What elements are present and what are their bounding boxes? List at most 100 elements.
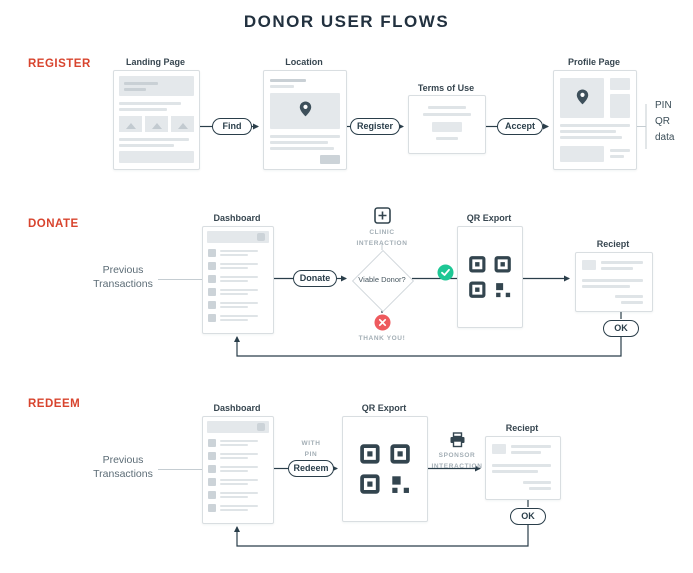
wire-line [124, 88, 146, 91]
avatar-icon [257, 423, 265, 431]
wire-line [621, 301, 643, 304]
wire-line [220, 280, 248, 282]
wire-line [560, 130, 616, 133]
wire-line [582, 285, 630, 288]
wire-line [220, 254, 248, 256]
wire-line [220, 267, 248, 269]
wire-list-icon [208, 288, 216, 296]
register-row-label: REGISTER [28, 58, 91, 70]
sponsor-interaction-caption: SPONSOR INTERACTION [431, 452, 483, 471]
qr-export-card-redeem [342, 416, 428, 522]
wire-list-icon [208, 439, 216, 447]
wire-block [610, 78, 630, 90]
wire-block [432, 122, 462, 132]
wire-header [207, 231, 269, 243]
wire-block [582, 260, 596, 270]
wire-line [119, 138, 189, 141]
register-outputs: PIN QR data [655, 100, 675, 143]
wire-line [220, 293, 248, 295]
wire-line [220, 479, 258, 481]
accept-button: Accept [497, 118, 543, 135]
wire-line [220, 250, 258, 252]
wire-line [220, 315, 258, 317]
previous-transactions-redeem: Previous Transactions [93, 454, 153, 480]
check-icon [437, 264, 454, 281]
dashboard-label-donate: Dashboard [213, 213, 261, 223]
dashboard-card-donate [202, 226, 274, 334]
qr-export-card-donate [457, 226, 523, 328]
printer-icon [450, 432, 465, 448]
wire-block [610, 94, 630, 118]
wire-line [560, 136, 622, 139]
wire-line [270, 147, 334, 150]
wire-line [220, 319, 248, 321]
wire-block [492, 444, 506, 454]
wire-list-icon [208, 452, 216, 460]
wire-button [320, 155, 340, 164]
wire-list-icon [208, 262, 216, 270]
wire-line [220, 509, 248, 511]
wire-line [220, 306, 248, 308]
wire-line [615, 295, 643, 298]
with-pin-caption: WITH PIN [301, 440, 321, 459]
wire-image [171, 116, 194, 132]
terms-of-use-label: Terms of Use [417, 83, 475, 93]
redeem-button: Redeem [288, 460, 334, 477]
wire-line [220, 289, 258, 291]
thank-you-caption: THANK YOU! [358, 335, 406, 342]
wire-line [511, 451, 541, 454]
wire-block [119, 151, 194, 163]
wire-line [511, 445, 551, 448]
wire-list-icon [208, 504, 216, 512]
location-card [263, 70, 347, 170]
qr-export-label-redeem: QR Export [361, 403, 407, 413]
wire-line [492, 470, 538, 473]
wire-line [436, 137, 458, 140]
wire-block [119, 76, 194, 96]
receipt-card-redeem [485, 436, 561, 500]
wire-list-icon [208, 478, 216, 486]
wire-line [220, 496, 248, 498]
terms-of-use-card [408, 95, 486, 154]
wire-line [119, 108, 167, 111]
dashboard-card-redeem [202, 416, 274, 524]
avatar-icon [257, 233, 265, 241]
wire-line [270, 85, 294, 88]
wire-line [220, 444, 248, 446]
wire-line [119, 144, 174, 147]
wire-line [220, 302, 258, 304]
wire-line [270, 135, 340, 138]
wire-line [220, 453, 258, 455]
receipt-label-donate: Reciept [596, 239, 630, 249]
wire-line [220, 492, 258, 494]
page-title: DONOR USER FLOWS [243, 12, 450, 31]
wire-image [145, 116, 168, 132]
qr-code-icon [360, 444, 410, 494]
wire-line [220, 483, 248, 485]
wire-line [523, 481, 551, 484]
clinic-interaction-icon [374, 207, 391, 224]
ok-button-donate: OK [603, 320, 639, 337]
wire-list-icon [208, 314, 216, 322]
find-button: Find [212, 118, 252, 135]
ok-button-redeem: OK [510, 508, 546, 525]
landing-page-label: Landing Page [125, 57, 185, 67]
fail-x-icon [374, 314, 391, 331]
receipt-card-donate [575, 252, 653, 312]
redeem-row-label: REDEEM [28, 398, 81, 410]
register-button: Register [350, 118, 400, 135]
wire-line [529, 487, 551, 490]
previous-transactions-donate: Previous Transactions [93, 264, 153, 290]
wire-line [601, 261, 643, 264]
wire-line [220, 470, 248, 472]
wire-list-icon [208, 249, 216, 257]
wire-line [428, 106, 466, 109]
wire-line [492, 464, 551, 467]
wire-line [270, 79, 306, 82]
viable-donor-label: Viable Donor? [358, 275, 406, 284]
wire-line [220, 466, 258, 468]
wire-line [601, 267, 633, 270]
wire-image [119, 116, 142, 132]
wire-list-icon [208, 491, 216, 499]
